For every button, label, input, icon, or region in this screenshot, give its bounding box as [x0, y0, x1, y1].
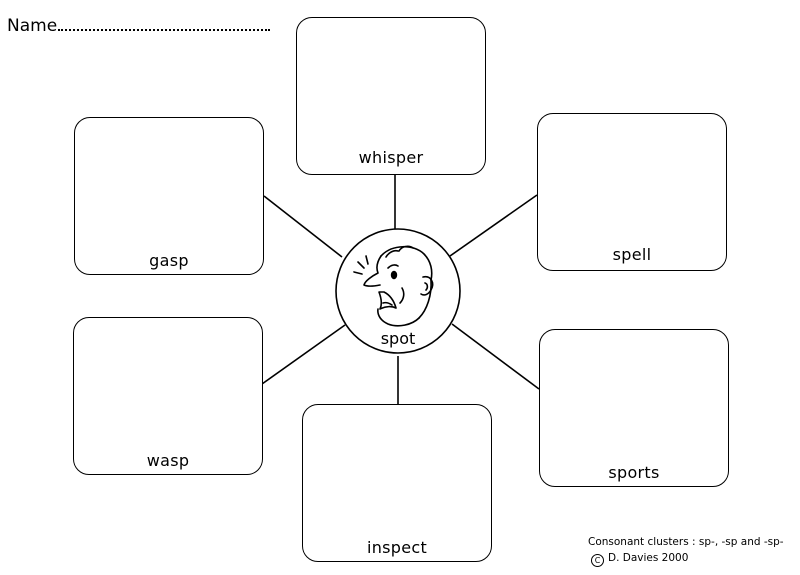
word-box-whisper[interactable]: whisper [296, 17, 486, 175]
word-box-wasp[interactable]: wasp [73, 317, 263, 475]
word-box-gasp[interactable]: gasp [74, 117, 264, 275]
name-label: Name [7, 16, 58, 36]
connector-gasp [263, 195, 343, 258]
word-label-sports: sports [608, 463, 660, 482]
word-box-sports[interactable]: sports [539, 329, 729, 487]
word-label-wasp: wasp [146, 451, 190, 470]
word-box-inspect[interactable]: inspect [302, 404, 492, 562]
name-write-line [58, 15, 271, 31]
word-box-spell[interactable]: spell [537, 113, 727, 271]
connector-spell [449, 194, 538, 257]
word-label-gasp: gasp [149, 251, 189, 270]
center-word: spot [380, 329, 416, 348]
name-field: Name [7, 15, 271, 36]
footer-credit-line: C D. Davies 2000 [591, 552, 688, 567]
footer-topic: Consonant clusters : sp-, -sp and -sp- [588, 536, 784, 548]
surprised-face-icon [353, 245, 434, 327]
connector-sports [451, 323, 540, 390]
word-label-inspect: inspect [366, 538, 428, 557]
copyright-icon: C [591, 554, 604, 567]
word-label-spell: spell [612, 245, 652, 264]
footer-credit: D. Davies 2000 [608, 552, 689, 564]
word-label-whisper: whisper [358, 148, 424, 167]
connector-wasp [261, 324, 346, 385]
